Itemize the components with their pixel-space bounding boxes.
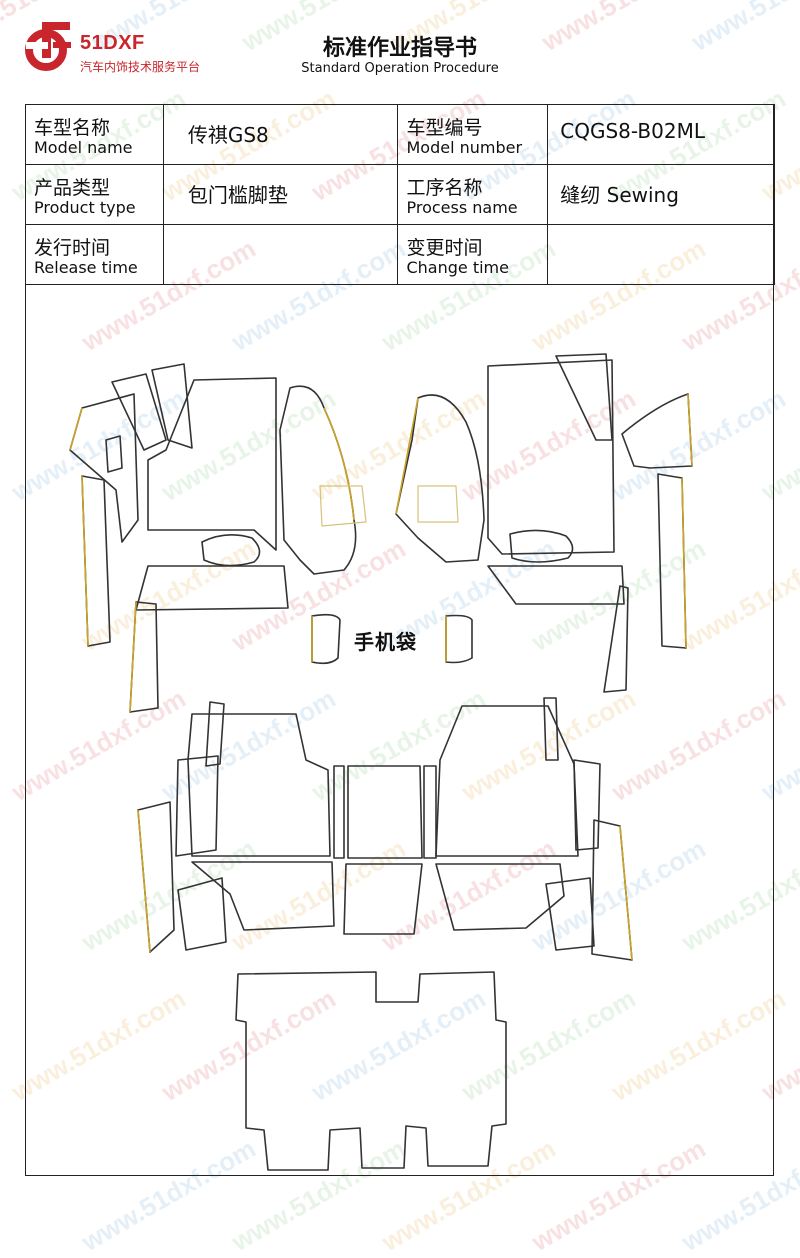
- center-right-tunnel-edge-yellow: [395, 397, 419, 515]
- phone-pocket-right-piece: [445, 614, 473, 664]
- front-left-sill-strip-yellow: [81, 475, 89, 647]
- rear-right-seat-mat: [435, 705, 579, 857]
- rear-right-vertical-strip: [543, 697, 559, 761]
- center-left-tunnel-edge-yellow: [323, 407, 355, 521]
- front-left-side-panel-yellow: [69, 407, 83, 451]
- product-type-value: 包门槛脚垫: [162, 164, 399, 225]
- floor-mat-pattern-drawing: 手机袋: [26, 290, 774, 1176]
- pattern-pieces-svg: [69, 353, 693, 1171]
- front-right-side-panel-yellow: [687, 393, 693, 467]
- center-left-tunnel: [279, 385, 357, 575]
- model-name-label-cn: 车型名称: [34, 117, 111, 139]
- release-time-value-text: [164, 225, 398, 239]
- front-right-main-mat: [487, 359, 615, 555]
- rear-center-lower-mat: [343, 863, 423, 935]
- front-left-inner-cutout: [105, 435, 123, 473]
- front-right-sill-strip-yellow: [681, 477, 687, 649]
- rear-center-left-upright: [333, 765, 345, 859]
- model-number-value-text: CQGS8-B02ML: [560, 119, 705, 143]
- logo-brand-name: 51DXF: [80, 32, 145, 54]
- front-left-heel-pad: [201, 534, 261, 567]
- release-time-value: [162, 224, 399, 285]
- change-time-label-cn: 变更时间: [406, 237, 483, 259]
- phone-pocket-left-piece: [311, 613, 341, 665]
- rear-center-mat: [347, 765, 423, 859]
- model-number-label-en: Model number: [406, 138, 523, 157]
- logo-tagline: 汽车内饰技术服务平台: [80, 60, 201, 74]
- model-number-label-cn: 车型编号: [406, 117, 483, 139]
- change-time-label-en: Change time: [406, 258, 509, 277]
- center-yellow-patch-right: [417, 485, 459, 523]
- document-title: 标准作业指导书: [322, 36, 477, 61]
- process-name-value-text: 缝纫 Sewing: [560, 183, 679, 207]
- front-left-edge-strip-yellow: [129, 601, 137, 713]
- front-left-sill-strip: [81, 475, 111, 647]
- product-type-label-en: Product type: [34, 198, 136, 217]
- change-time-value: [547, 224, 775, 285]
- phone-pocket-label: 手机袋: [354, 630, 417, 654]
- front-left-main-mat: [147, 377, 277, 551]
- front-right-edge-strip: [603, 585, 629, 693]
- rear-left-side-trim: [175, 755, 219, 857]
- rear-right-lower-mat: [435, 863, 565, 931]
- rear-left-lower-wedge: [177, 877, 227, 951]
- rear-left-outer-panel-yellow: [137, 809, 151, 953]
- model-name-label-en: Model name: [34, 138, 133, 157]
- rear-right-outer-panel-yellow: [619, 825, 633, 961]
- front-left-edge-strip: [129, 601, 159, 713]
- process-name-label-en: Process name: [406, 198, 518, 217]
- document-subtitle: Standard Operation Procedure: [301, 61, 499, 76]
- front-left-lower-strip: [135, 565, 289, 611]
- front-left-top-flap-b: [151, 363, 193, 449]
- rear-center-right-upright: [423, 765, 437, 859]
- center-yellow-patch-left: [319, 485, 367, 527]
- brand-logo: 51DXF 汽车内饰技术服务平台: [22, 18, 242, 78]
- front-right-top-flap: [555, 353, 613, 441]
- release-time-label-en: Release time: [34, 258, 138, 277]
- product-type-label-cn: 产品类型: [34, 177, 111, 199]
- model-number-value: CQGS8-B02ML: [547, 104, 775, 165]
- rear-right-side-trim: [573, 759, 601, 851]
- front-right-heel-pad: [509, 529, 574, 563]
- model-name-value: 传祺GS8: [162, 104, 399, 165]
- rear-left-seat-mat: [187, 713, 331, 857]
- front-right-lower-strip: [487, 565, 625, 605]
- third-row-trunk-mat: [235, 971, 507, 1171]
- process-name-label-cn: 工序名称: [406, 177, 483, 199]
- release-time-label-cn: 发行时间: [34, 237, 111, 259]
- logo-mark-icon: [25, 22, 71, 71]
- change-time-value-text: [548, 225, 774, 239]
- product-type-value-text: 包门槛脚垫: [187, 183, 288, 207]
- front-left-top-flap-a: [111, 373, 167, 451]
- rear-left-lower-mat: [191, 861, 335, 931]
- front-right-side-panel: [621, 393, 693, 469]
- model-name-value-text: 传祺GS8: [187, 123, 269, 147]
- process-name-value: 缝纫 Sewing: [547, 164, 775, 225]
- rear-right-lower-wedge: [545, 877, 595, 951]
- rear-left-vertical-strip: [205, 701, 225, 767]
- center-right-tunnel: [395, 394, 485, 563]
